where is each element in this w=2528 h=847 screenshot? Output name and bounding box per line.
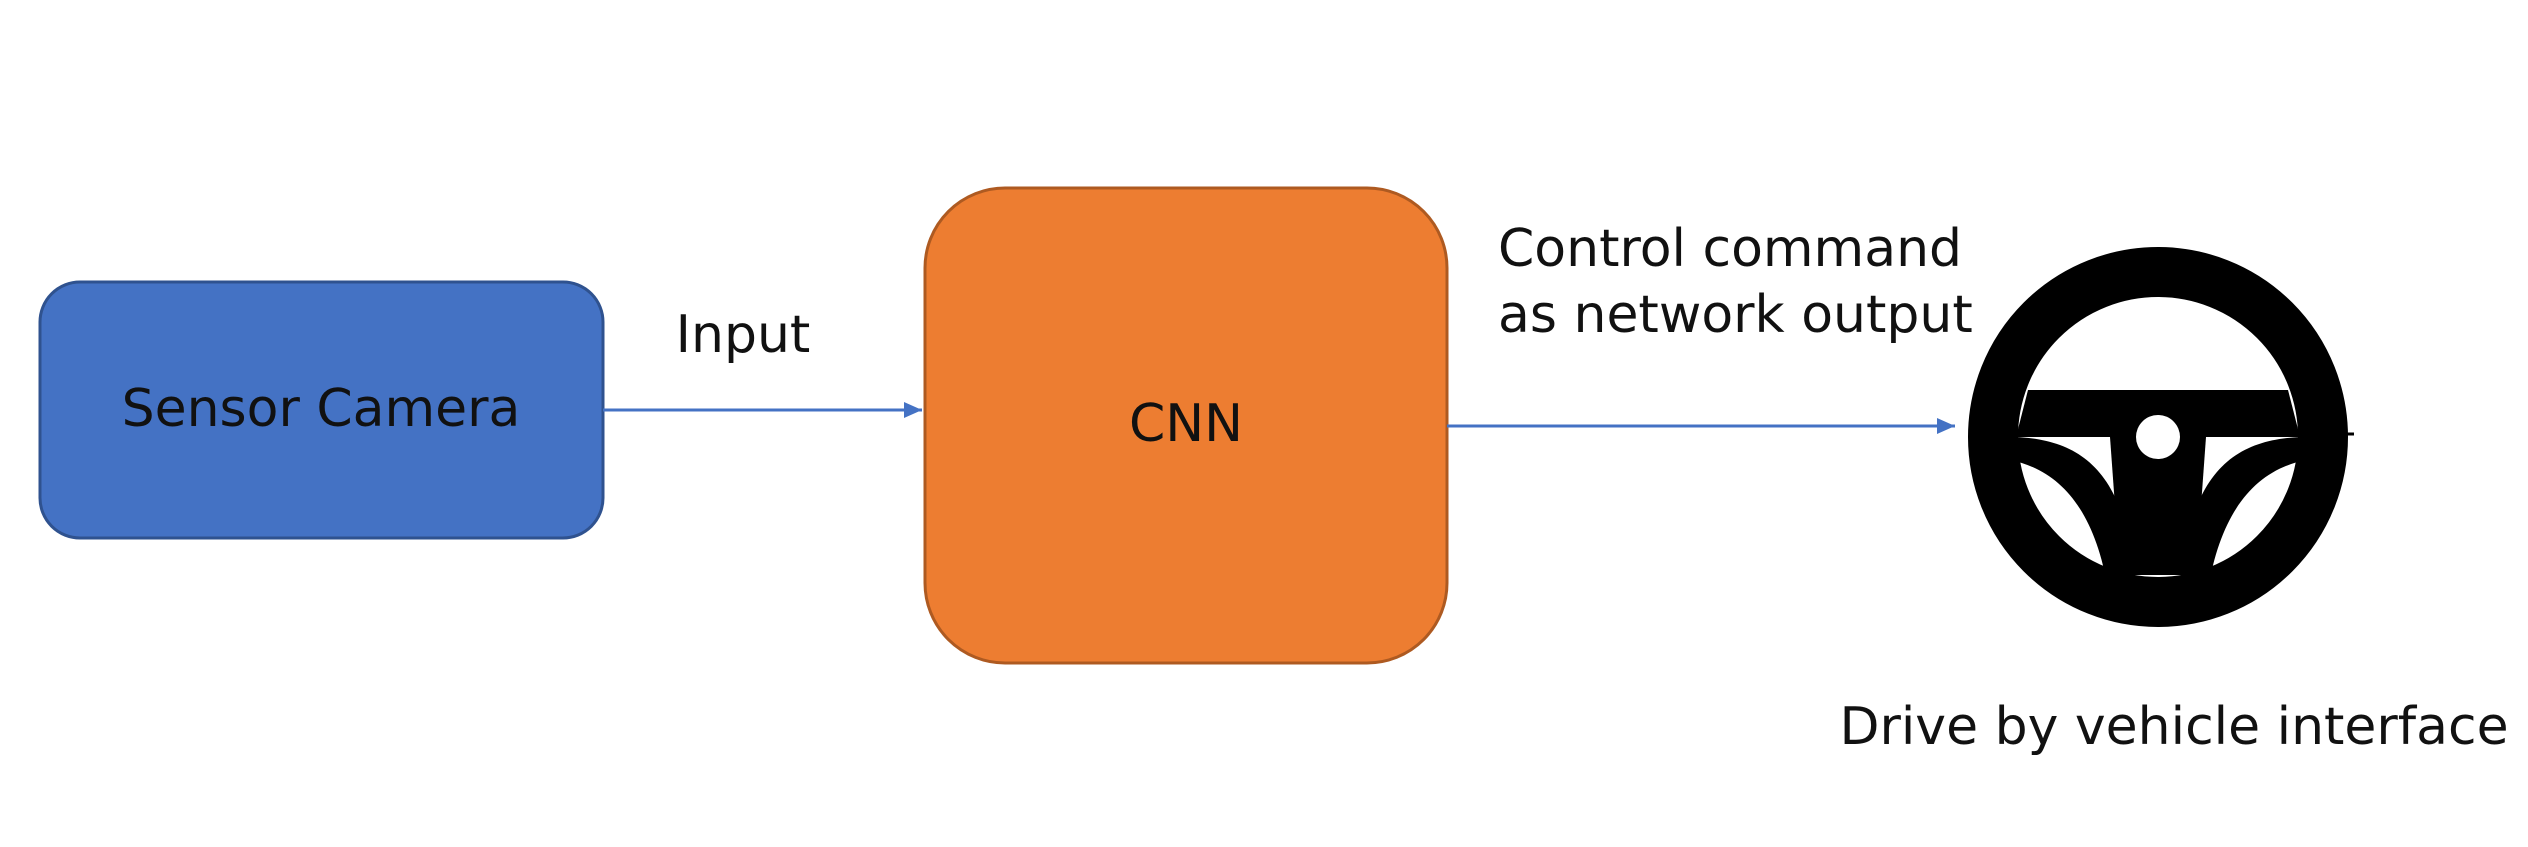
cnn-label: CNN — [1129, 394, 1243, 454]
steering-wheel-rim — [1968, 247, 2348, 627]
steering-wheel-icon — [1968, 247, 2354, 627]
steering-wheel-center — [2136, 415, 2180, 459]
steering-wheel-spoke-left — [2010, 437, 2135, 590]
output-label-line2: as network output — [1498, 285, 1973, 345]
input-label: Input — [676, 305, 811, 365]
steering-wheel-spoke-right — [2181, 437, 2306, 590]
output-label-line1: Control command — [1498, 219, 1962, 279]
sensor-camera-label: Sensor Camera — [122, 379, 521, 439]
output-edge: Control command as network output — [1447, 219, 1973, 434]
vehicle-interface-caption: Drive by vehicle interface — [1839, 697, 2508, 757]
sensor-camera-node: Sensor Camera — [38, 280, 605, 540]
input-edge: Input — [603, 305, 922, 418]
cnn-node: CNN — [923, 186, 1449, 665]
steering-wheel-hub — [2110, 437, 2206, 575]
steering-wheel-bar — [2016, 390, 2300, 437]
